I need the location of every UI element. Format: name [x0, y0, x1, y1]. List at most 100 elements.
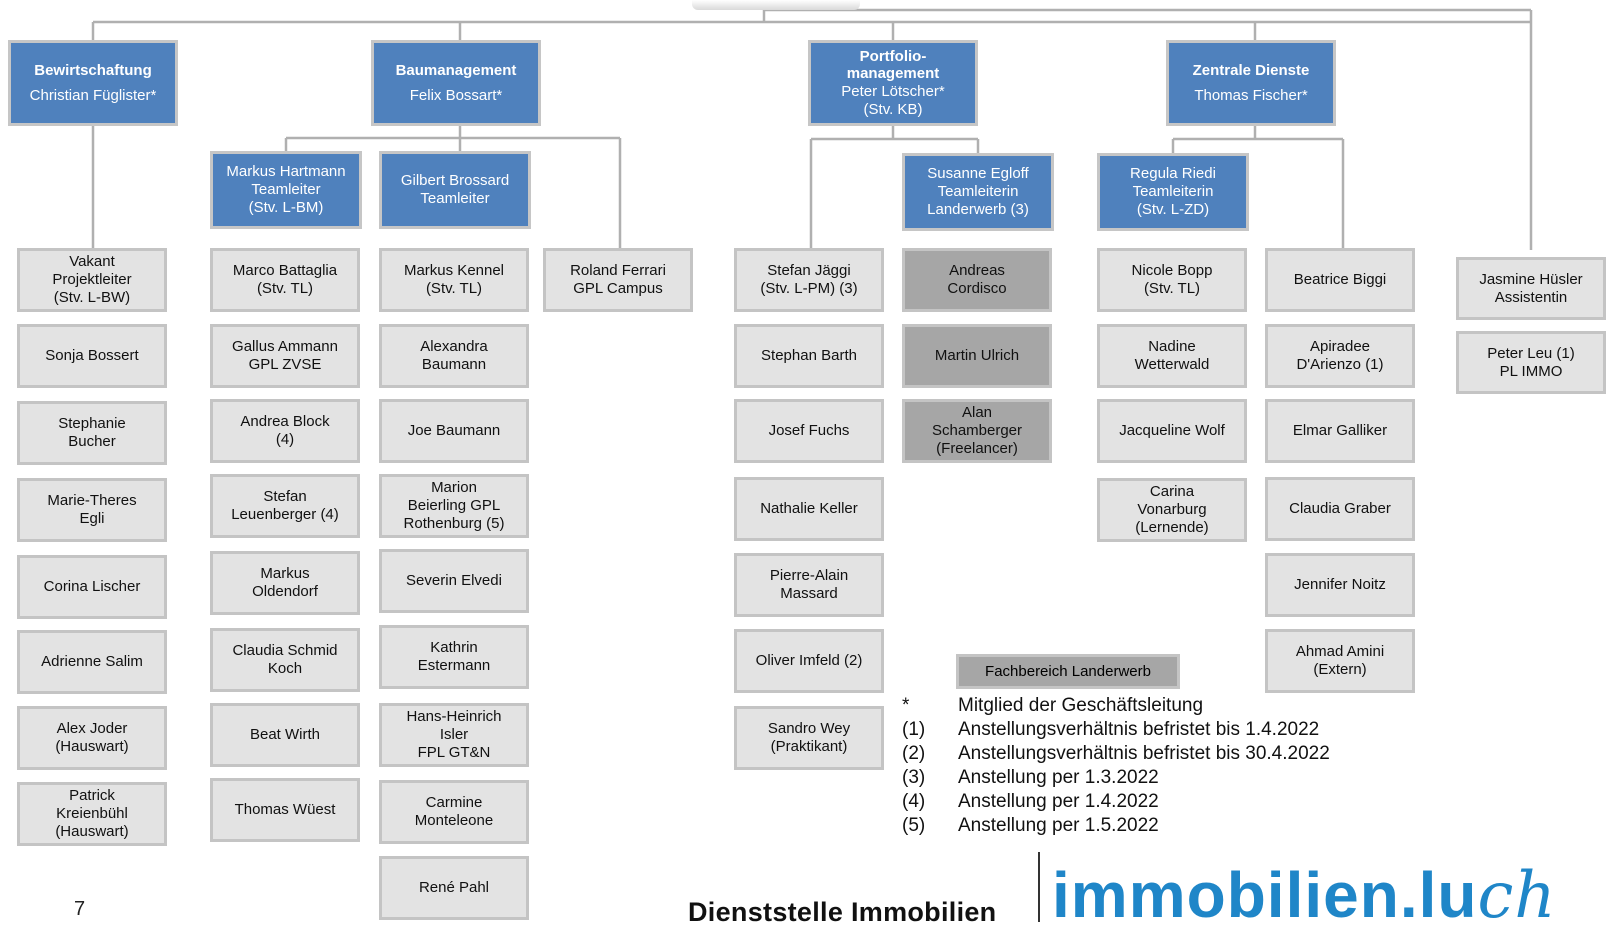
staff-line: Marco Battaglia: [232, 262, 338, 280]
staff-line: Nathalie Keller: [760, 500, 858, 518]
staff-box-direct: Peter Leu (1)PL IMMO: [1456, 331, 1606, 394]
staff-box-bewirtschaftung: Adrienne Salim: [17, 630, 167, 694]
staff-line: Severin Elvedi: [406, 572, 502, 590]
staff-box-zentrale_team: Ahmad Amini(Extern): [1265, 629, 1415, 693]
staff-line: Isler: [439, 726, 469, 744]
staff-line: Markus Kennel: [403, 262, 505, 280]
staff-box-landerwerb_team: Martin Ulrich: [902, 324, 1052, 388]
staff-line: Stephan Barth: [761, 347, 857, 365]
staff-box-bewirtschaftung: Sonja Bossert: [17, 324, 167, 388]
staff-box-brossard_team: Severin Elvedi: [379, 549, 529, 613]
department-name: Dienststelle Immobilien: [688, 897, 997, 927]
teamlead-line: Susanne Egloff: [927, 165, 1029, 183]
staff-box-hartmann_team: Andrea Block(4): [210, 399, 360, 463]
staff-line: Roland Ferrari: [570, 262, 666, 280]
unit-title: Zentrale Dienste: [1192, 61, 1310, 79]
legend-mark: (1): [902, 719, 926, 740]
legend-mark: *: [902, 695, 910, 716]
staff-line: FPL GT&N: [417, 743, 491, 761]
logo: immobilien.luch: [1052, 858, 1557, 933]
unit-head: Peter Lötscher*: [841, 83, 945, 100]
unit-zentrale-dienste: Zentrale Dienste Thomas Fischer*: [1166, 40, 1336, 126]
legend-item: (3) Anstellung per 1.3.2022: [902, 766, 1330, 790]
legend-item: (2)Anstellungsverhältnis befristet bis 3…: [902, 742, 1330, 766]
staff-line: Patrick: [69, 787, 115, 805]
legend: * Mitglied der Geschäftsleitung (1) Anstel…: [902, 694, 1330, 838]
unit-title-1: Portfolio-: [859, 47, 927, 65]
staff-line: Kreienbühl: [56, 805, 128, 823]
staff-line: (Stv. TL): [1143, 280, 1201, 297]
logo-divider: [1038, 852, 1040, 922]
staff-line: (Stv. L-PM) (3): [760, 280, 858, 297]
staff-line: Massard: [780, 585, 838, 602]
staff-box-zentrale_team: Claudia Graber: [1265, 477, 1415, 541]
teamlead-line: Landerwerb (3): [927, 200, 1029, 218]
staff-line: GPL Campus: [573, 280, 663, 297]
staff-box-brossard_team: Joe Baumann: [379, 399, 529, 463]
legend-mark: (2): [902, 743, 926, 764]
staff-line: Andrea Block: [240, 413, 330, 431]
unit-title: Baumanagement: [395, 61, 517, 79]
legend-text: Mitglied der Geschäftsleitung: [958, 695, 1204, 716]
unit-baumanagement: Baumanagement Felix Bossart*: [371, 40, 541, 126]
staff-line: (Freelancer): [936, 439, 1018, 457]
staff-line: PL IMMO: [1499, 362, 1563, 380]
staff-box-portfolio_team: Oliver Imfeld (2): [734, 629, 884, 693]
staff-box-zentrale_team: Elmar Galliker: [1265, 399, 1415, 463]
unit-bewirtschaftung: Bewirtschaftung Christian Füglister*: [8, 40, 178, 126]
legend-mark: (3): [902, 767, 926, 788]
staff-line: GPL ZVSE: [248, 356, 322, 373]
legend-text: Anstellung per 1.3.2022: [958, 767, 1159, 788]
staff-line: Rothenburg (5): [403, 514, 505, 532]
staff-line: Beatrice Biggi: [1293, 271, 1387, 289]
staff-line: Andreas: [949, 262, 1005, 280]
staff-line: Monteleone: [414, 812, 494, 829]
staff-box-riedi_team: Jacqueline Wolf: [1097, 399, 1247, 463]
staff-line: Alan: [961, 404, 993, 422]
staff-line: Baumann: [421, 356, 487, 373]
staff-line: Martin Ulrich: [934, 347, 1020, 365]
teamlead-line: Teamleiterin: [1132, 183, 1214, 201]
staff-line: Kathrin: [430, 639, 478, 657]
staff-line: Nicole Bopp: [1131, 262, 1213, 280]
staff-line: Beat Wirth: [249, 726, 321, 744]
staff-box-portfolio_team: Stefan Jäggi(Stv. L-PM) (3): [734, 248, 884, 312]
staff-line: Adrienne Salim: [41, 653, 143, 671]
staff-line: Stefan: [263, 488, 307, 506]
staff-line: Nadine: [1148, 338, 1196, 356]
staff-line: Thomas Wüest: [234, 801, 336, 819]
teamlead-line: Teamleiter: [251, 181, 321, 199]
teamlead-egloff: Susanne Egloff Teamleiterin Landerwerb (…: [902, 153, 1054, 231]
logo-suffix: ch: [1477, 859, 1557, 933]
teamlead-line: Markus Hartmann: [226, 163, 346, 181]
staff-line: Ahmad Amini: [1295, 643, 1385, 661]
staff-box-portfolio_team: Sandro Wey(Praktikant): [734, 706, 884, 770]
staff-line: Markus: [260, 565, 310, 583]
teamlead-line: Gilbert Brossard: [400, 172, 510, 190]
staff-line: Elmar Galliker: [1292, 422, 1388, 440]
staff-line: Jennifer Noitz: [1294, 576, 1386, 594]
logo-main: immobilien.lu: [1052, 859, 1478, 931]
staff-box-hartmann_team: Beat Wirth: [210, 703, 360, 767]
teamlead-riedi: Regula Riedi Teamleiterin (Stv. L-ZD): [1097, 153, 1249, 231]
staff-line: Vakant: [69, 253, 115, 271]
legend-text: Anstellung per 1.5.2022: [958, 815, 1159, 836]
staff-line: Oliver Imfeld (2): [755, 652, 863, 670]
staff-line: Koch: [267, 660, 303, 677]
staff-line: (Praktikant): [770, 738, 848, 755]
staff-line: Apiradee: [1309, 338, 1371, 356]
staff-line: Oldendorf: [252, 583, 318, 600]
staff-line: Hans-Heinrich: [406, 708, 502, 726]
legend-item: * Mitglied der Geschäftsleitung: [902, 694, 1330, 718]
staff-line: Beierling GPL: [407, 497, 501, 515]
staff-box-hartmann_team: Marco Battaglia(Stv. TL): [210, 248, 360, 312]
